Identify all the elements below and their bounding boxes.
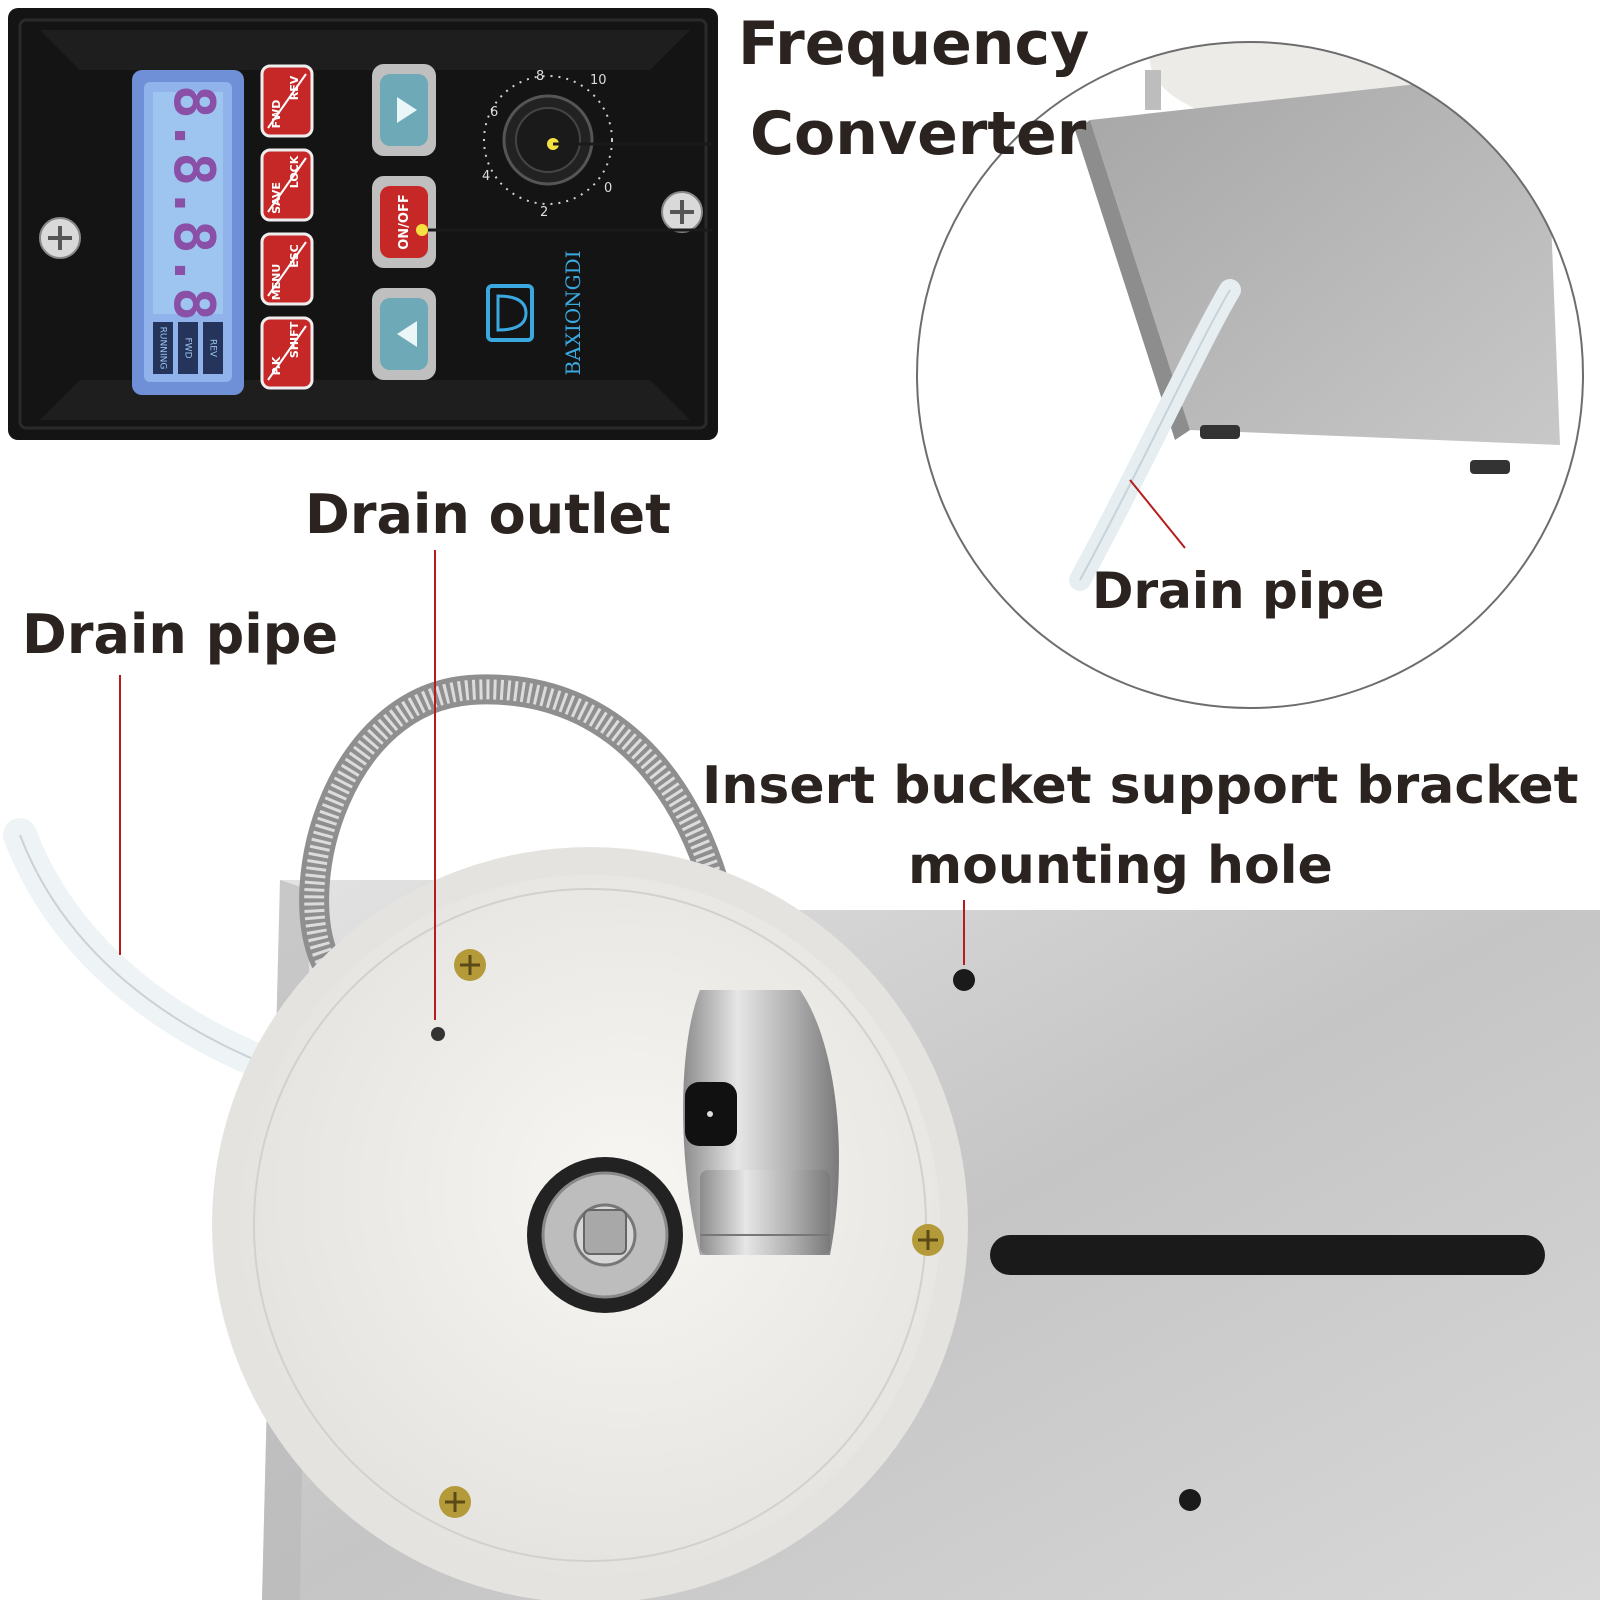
gooseneck-lamp-arm — [299, 674, 750, 1015]
menu-esc-button[interactable]: MENU ESC — [260, 232, 314, 306]
up-arrow-button[interactable] — [372, 288, 436, 380]
lamp-head — [683, 990, 839, 1255]
dial-mark-10: 10 — [590, 73, 607, 88]
phillips-screw-icon — [912, 1224, 944, 1256]
phillips-screw-icon — [439, 1486, 471, 1518]
bracket-slot — [990, 1235, 1545, 1275]
bracket-hole-label-line1: Insert bucket support bracket — [702, 756, 1579, 816]
speed-dial-knob[interactable]: 0 2 4 6 8 10 — [482, 69, 613, 220]
brand-name: BAXIONGDI — [561, 250, 585, 375]
svg-text:LOCK: LOCK — [288, 155, 301, 188]
frequency-converter-panel: 8.8.8.8 RUNNING FWD REV FWD REV SAVE LOC… — [8, 8, 718, 440]
frequency-converter-label-line2: Converter — [750, 99, 1087, 169]
dial-mark-4: 4 — [482, 169, 490, 184]
base-plate-photo — [3, 550, 1600, 1600]
dial-mark-6: 6 — [490, 105, 498, 120]
svg-text:P.K: P.K — [270, 356, 283, 375]
indicator-rev: REV — [208, 339, 218, 358]
save-lock-button[interactable]: SAVE LOCK — [260, 148, 314, 222]
down-arrow-button[interactable] — [372, 64, 436, 156]
dial-mark-0: 0 — [604, 181, 612, 196]
fwd-rev-button[interactable]: FWD REV — [260, 64, 314, 138]
dial-mark-2: 2 — [540, 205, 548, 220]
drain-pipe-label-left: Drain pipe — [22, 603, 339, 666]
phillips-screw-icon — [454, 949, 486, 981]
triangle-up-icon — [397, 321, 417, 347]
drain-pipe-tube — [3, 818, 297, 1087]
display-digits: 8.8.8.8 — [161, 85, 226, 321]
mounting-hole — [1179, 1489, 1201, 1511]
triangle-down-icon — [397, 97, 417, 123]
drain-pipe-inset — [916, 41, 1584, 709]
display-indicators: RUNNING FWD REV — [153, 322, 223, 374]
svg-text:SAVE: SAVE — [270, 182, 283, 214]
indicator-fwd: FWD — [183, 337, 193, 358]
svg-text:SHIFT: SHIFT — [288, 321, 301, 358]
svg-text:MENU: MENU — [270, 264, 283, 301]
onoff-button[interactable]: ON/OFF — [372, 176, 436, 268]
leader-line-inset — [1129, 479, 1186, 549]
onoff-label: ON/OFF — [397, 194, 412, 250]
bracket-hole-label-line2: mounting hole — [908, 836, 1333, 896]
dial-mark-8: 8 — [536, 69, 544, 84]
led-display: 8.8.8.8 RUNNING FWD REV — [132, 70, 244, 395]
svg-text:ESC: ESC — [288, 244, 301, 268]
drain-pipe-label-inset: Drain pipe — [1092, 562, 1385, 620]
svg-text:FWD: FWD — [270, 100, 283, 129]
svg-text:REV: REV — [288, 75, 301, 100]
bracket-mounting-hole — [953, 969, 975, 991]
motor-shaft-hub — [527, 1157, 683, 1313]
pk-shift-button[interactable]: P.K SHIFT — [260, 316, 314, 390]
phillips-screw-icon — [661, 191, 703, 233]
drain-outlet-label: Drain outlet — [305, 483, 671, 546]
indicator-running: RUNNING — [158, 327, 168, 370]
frequency-converter-label-line1: Frequency — [738, 9, 1090, 79]
phillips-screw-icon — [39, 217, 81, 259]
brand-logo: BAXIONGDI — [486, 250, 585, 376]
drain-outlet-hole — [431, 1027, 445, 1041]
